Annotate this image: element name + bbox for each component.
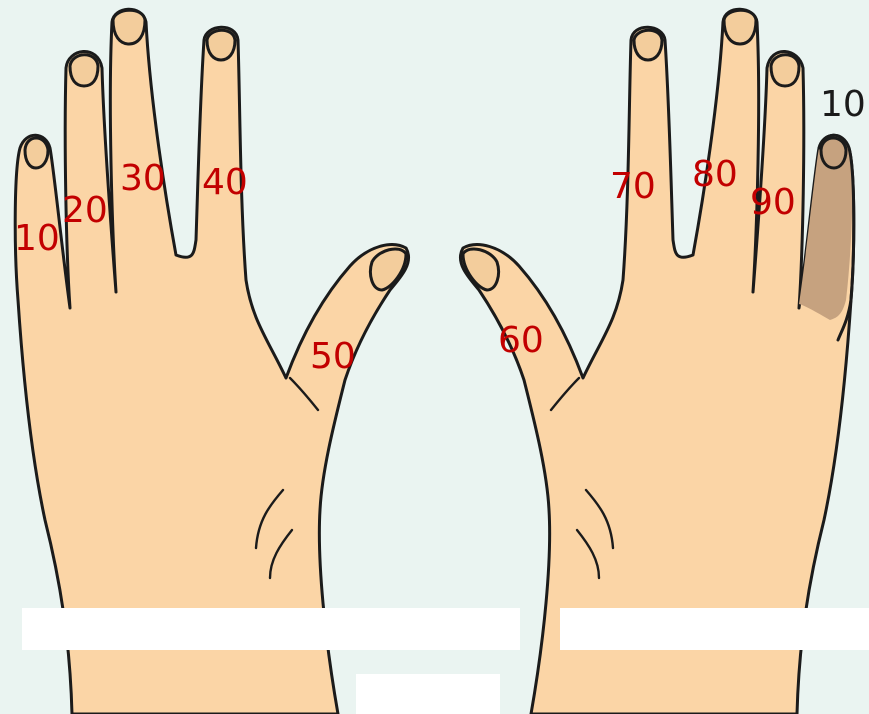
label-right-middle: 80 bbox=[692, 154, 738, 195]
label-right-index: 70 bbox=[610, 166, 656, 207]
white-bar-bottom bbox=[356, 674, 500, 714]
label-right-ring: 90 bbox=[750, 182, 796, 223]
right-little-nail bbox=[821, 138, 846, 168]
label-left-middle: 30 bbox=[120, 158, 166, 199]
right-thumb-nail bbox=[463, 249, 499, 290]
left-middle-nail bbox=[113, 10, 145, 44]
white-bar-right bbox=[560, 608, 869, 650]
left-little-nail bbox=[25, 138, 48, 168]
right-index-nail bbox=[634, 30, 662, 60]
left-ring-nail bbox=[70, 55, 98, 86]
left-index-nail bbox=[207, 30, 235, 60]
right-middle-nail bbox=[724, 10, 756, 44]
label-left-little: 10 bbox=[14, 218, 60, 259]
left-thumb-nail bbox=[370, 249, 406, 290]
right-ring-nail bbox=[771, 55, 799, 86]
white-bar-left bbox=[22, 608, 520, 650]
label-highlighted-finger: 10 bbox=[820, 84, 866, 125]
label-left-thumb: 50 bbox=[310, 336, 356, 377]
label-left-index: 40 bbox=[202, 162, 248, 203]
label-right-thumb: 60 bbox=[498, 320, 544, 361]
label-left-ring: 20 bbox=[62, 190, 108, 231]
